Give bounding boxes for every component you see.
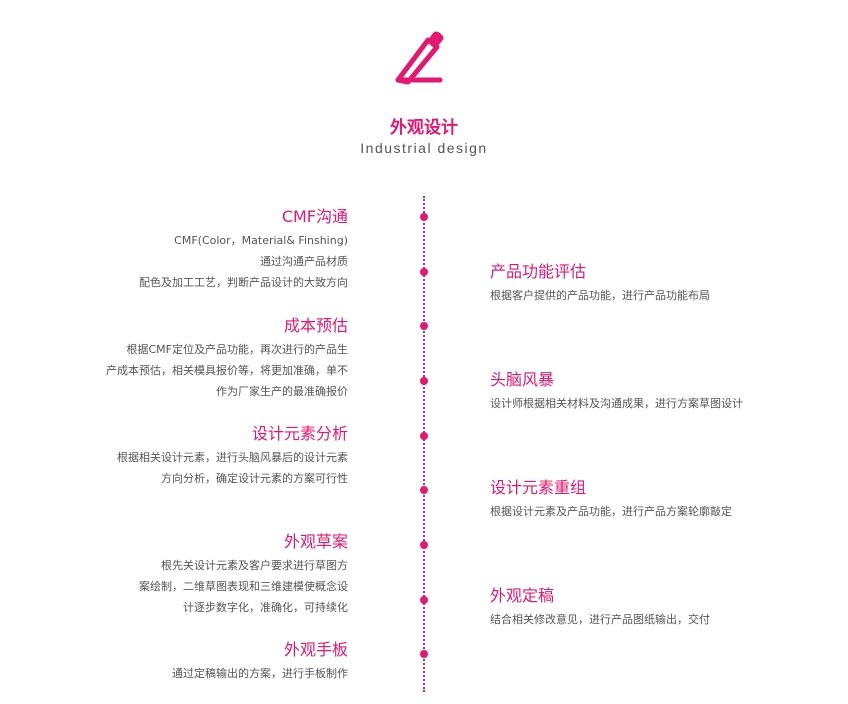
step-title: 设计元素重组 <box>490 478 587 497</box>
step-text: 根据设计元素及产品功能，进行产品方案轮廓敲定 <box>490 505 732 518</box>
step-text: 根先关设计元素及客户要求进行草图方 <box>161 559 348 572</box>
step-text: 根据相关设计元素，进行头脑风暴后的设计元素 <box>117 451 348 464</box>
timeline-step: 成本预估 根据CMF定位及产品功能，再次进行的产品生 产成本预估，相关模具报价等… <box>78 316 348 402</box>
timeline-dot <box>420 596 428 604</box>
step-title: 设计元素分析 <box>251 424 348 443</box>
step-text: 计逐步数字化，准确化，可持续化 <box>183 601 348 614</box>
timeline-dot <box>420 377 428 385</box>
step-text: 产成本预估，相关模具报价等，将更加准确，单不 <box>106 364 348 377</box>
step-title: 头脑风暴 <box>490 370 555 389</box>
step-title: 成本预估 <box>283 316 348 335</box>
step-text: 方向分析，确定设计元素的方案可行性 <box>161 472 348 485</box>
step-title: 产品功能评估 <box>490 262 587 281</box>
timeline-dot <box>420 213 428 221</box>
timeline-dot <box>420 541 428 549</box>
timeline-step: 产品功能评估 根据客户提供的产品功能，进行产品功能布局 <box>490 262 790 306</box>
step-title: 外观草案 <box>283 532 348 551</box>
step-text: 案绘制，二维草图表现和三维建模使概念设 <box>139 580 348 593</box>
step-title: 外观定稿 <box>490 586 555 605</box>
step-title: 外观手板 <box>283 640 348 659</box>
timeline-dot <box>420 650 428 658</box>
step-text: 根据客户提供的产品功能，进行产品功能布局 <box>490 289 710 302</box>
step-text: 根据CMF定位及产品功能，再次进行的产品生 <box>126 343 349 356</box>
timeline-line <box>423 196 425 692</box>
timeline-step: 外观手板 通过定稿输出的方案，进行手板制作 <box>78 640 348 684</box>
step-title: CMF沟通 <box>281 207 348 226</box>
page-subtitle: Industrial design <box>360 140 488 156</box>
timeline-dot <box>420 268 428 276</box>
timeline-dot <box>420 322 428 330</box>
timeline-dot <box>420 486 428 494</box>
timeline-step: CMF沟通 CMF(Color，Material& Finshing) 通过沟通… <box>78 207 348 293</box>
timeline-step: 头脑风暴 设计师根据相关材料及沟通成果，进行方案草图设计 <box>490 370 790 414</box>
step-text: 设计师根据相关材料及沟通成果，进行方案草图设计 <box>490 397 743 410</box>
step-text: CMF(Color，Material& Finshing) <box>174 234 348 247</box>
timeline-step: 外观草案 根先关设计元素及客户要求进行草图方 案绘制，二维草图表现和三维建模使概… <box>78 532 348 618</box>
step-text: 通过沟通产品材质 <box>260 255 348 268</box>
page-title: 外观设计 <box>390 118 458 138</box>
timeline-step: 设计元素重组 根据设计元素及产品功能，进行产品方案轮廓敲定 <box>490 478 790 522</box>
pencil-icon <box>395 31 444 85</box>
step-text: 结合相关修改意见，进行产品图纸输出，交付 <box>490 613 710 626</box>
timeline-step: 设计元素分析 根据相关设计元素，进行头脑风暴后的设计元素 方向分析，确定设计元素… <box>78 424 348 489</box>
timeline-dot <box>420 432 428 440</box>
step-text: 通过定稿输出的方案，进行手板制作 <box>172 667 348 680</box>
step-text: 作为厂家生产的最准确报价 <box>216 385 348 398</box>
timeline-step: 外观定稿 结合相关修改意见，进行产品图纸输出，交付 <box>490 586 790 630</box>
step-text: 配色及加工工艺，判断产品设计的大致方向 <box>139 276 348 289</box>
